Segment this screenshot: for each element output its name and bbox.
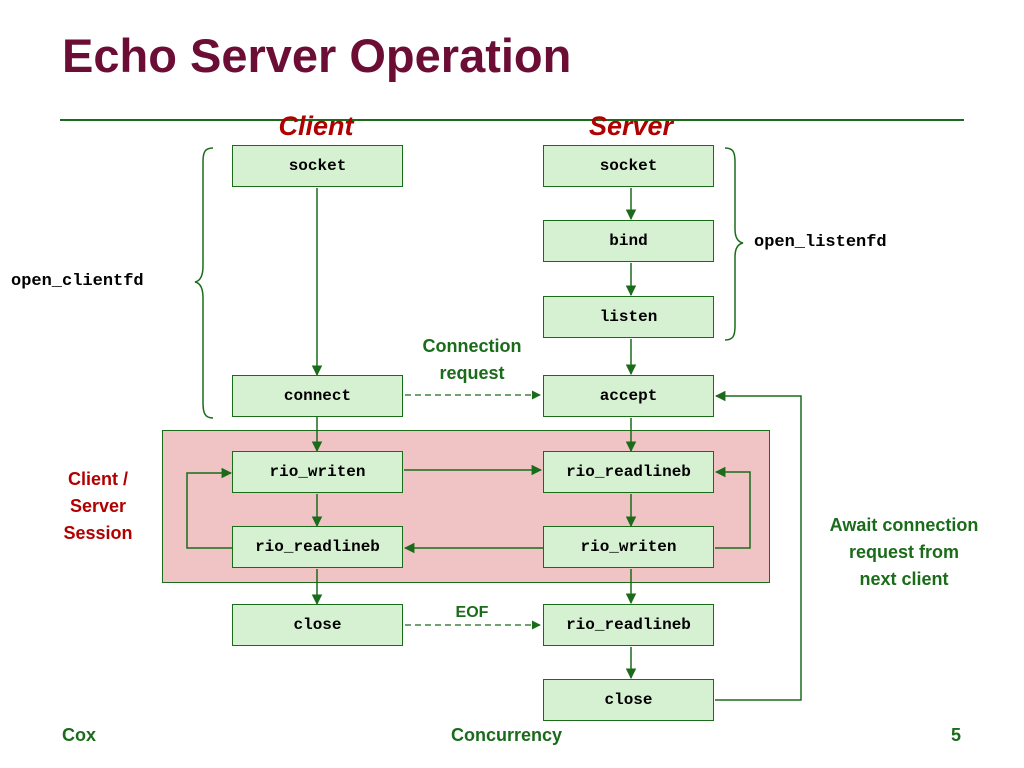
await-connection-label: Await connection request from next clien… bbox=[812, 512, 996, 593]
client-rio-writen-box: rio_writen bbox=[232, 451, 403, 493]
open-listenfd-label: open_listenfd bbox=[754, 233, 887, 252]
open-clientfd-brace bbox=[194, 147, 214, 419]
title-divider bbox=[60, 119, 964, 121]
server-close-box: close bbox=[543, 679, 714, 721]
arrow-server-loop bbox=[714, 466, 751, 549]
server-listen-box: listen bbox=[543, 296, 714, 338]
client-connect-box: connect bbox=[232, 375, 403, 417]
await-line-2: request from bbox=[848, 542, 960, 562]
server-bind-box: bind bbox=[543, 220, 714, 262]
connection-request-label: Connection request bbox=[402, 333, 542, 387]
footer-author: Cox bbox=[62, 725, 97, 745]
await-line-3: next client bbox=[859, 569, 949, 589]
client-close-box: close bbox=[232, 604, 403, 646]
server-rio-writen-box: rio_writen bbox=[543, 526, 714, 568]
server-accept-box: accept bbox=[543, 375, 714, 417]
arrow-client-loop bbox=[186, 467, 233, 549]
open-listenfd-brace bbox=[724, 147, 744, 341]
eof-label: EOF bbox=[455, 604, 489, 621]
footer-course: Concurrency bbox=[451, 725, 563, 745]
server-column-heading: Server bbox=[588, 111, 674, 141]
client-rio-readlineb-box: rio_readlineb bbox=[232, 526, 403, 568]
client-column-heading: Client bbox=[278, 111, 354, 141]
session-line-1: Client / bbox=[67, 469, 128, 489]
session-label: Client / Server Session bbox=[50, 466, 146, 547]
arrow-await-next-client bbox=[714, 390, 802, 701]
connection-request-line-2: request bbox=[439, 363, 505, 383]
connection-request-line-1: Connection bbox=[422, 336, 522, 356]
server-rio-readlineb-eof-box: rio_readlineb bbox=[543, 604, 714, 646]
session-line-2: Server bbox=[69, 496, 127, 516]
page-title: Echo Server Operation bbox=[62, 29, 572, 82]
server-rio-readlineb-box: rio_readlineb bbox=[543, 451, 714, 493]
footer-page-number: 5 bbox=[951, 725, 962, 745]
session-line-3: Session bbox=[63, 523, 133, 543]
server-socket-box: socket bbox=[543, 145, 714, 187]
await-line-1: Await connection bbox=[829, 515, 979, 535]
client-socket-box: socket bbox=[232, 145, 403, 187]
open-clientfd-label: open_clientfd bbox=[11, 272, 144, 291]
